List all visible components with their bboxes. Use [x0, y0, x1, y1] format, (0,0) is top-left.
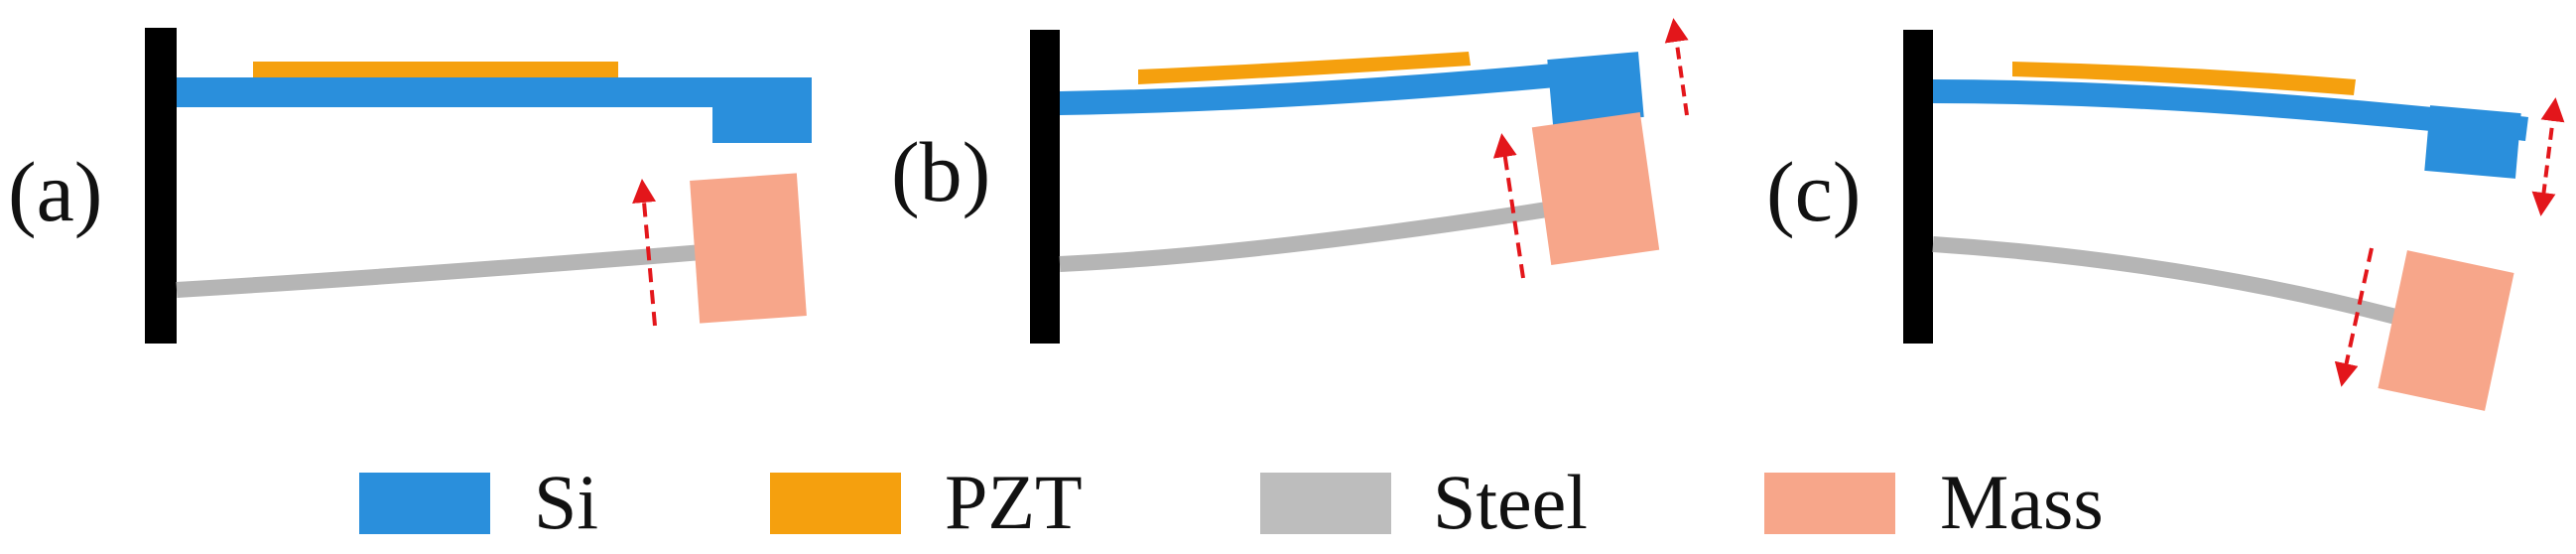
- panel-b: (b): [891, 18, 1689, 344]
- si-beam: [177, 77, 812, 107]
- legend-label-steel: Steel: [1433, 459, 1588, 545]
- steel-mass-block: [690, 173, 807, 324]
- legend-label-si: Si: [534, 459, 598, 545]
- clamp-wall: [145, 28, 177, 344]
- si-proof-mass: [2424, 105, 2521, 179]
- pzt-layer: [2012, 62, 2356, 95]
- panel-c: (c): [1766, 30, 2565, 411]
- legend-item-steel: Steel: [1260, 459, 1588, 545]
- panel-label-c: (c): [1766, 144, 1861, 239]
- steel-mass-block: [2378, 250, 2514, 411]
- legend-item-pzt: PZT: [770, 459, 1083, 545]
- legend-item-mass: Mass: [1764, 459, 2104, 545]
- pzt-layer: [253, 62, 618, 77]
- legend-label-pzt: PZT: [945, 459, 1083, 545]
- vibration-arrow: [1492, 133, 1525, 279]
- panel-a: (a): [8, 28, 812, 344]
- vibration-arrow: [2531, 97, 2565, 216]
- legend-swatch-mass: [1764, 473, 1895, 534]
- vibration-arrow: [1664, 18, 1689, 116]
- si-proof-mass: [712, 77, 812, 143]
- panel-label-a: (a): [8, 144, 102, 239]
- si-beam: [1060, 64, 1556, 115]
- panel-label-b: (b): [891, 124, 990, 219]
- steel-mass-block: [1531, 112, 1660, 265]
- clamp-wall: [1903, 30, 1933, 344]
- legend-swatch-steel: [1260, 473, 1391, 534]
- legend-swatch-pzt: [770, 473, 901, 534]
- legend: Si PZT Steel Mass: [359, 459, 2104, 545]
- si-beam: [1933, 79, 2528, 141]
- pzt-layer: [1138, 52, 1471, 84]
- si-proof-mass: [1547, 52, 1644, 125]
- legend-item-si: Si: [359, 459, 598, 545]
- vibration-arrow: [632, 179, 657, 327]
- legend-label-mass: Mass: [1940, 459, 2104, 545]
- legend-swatch-si: [359, 473, 490, 534]
- clamp-wall: [1030, 30, 1060, 344]
